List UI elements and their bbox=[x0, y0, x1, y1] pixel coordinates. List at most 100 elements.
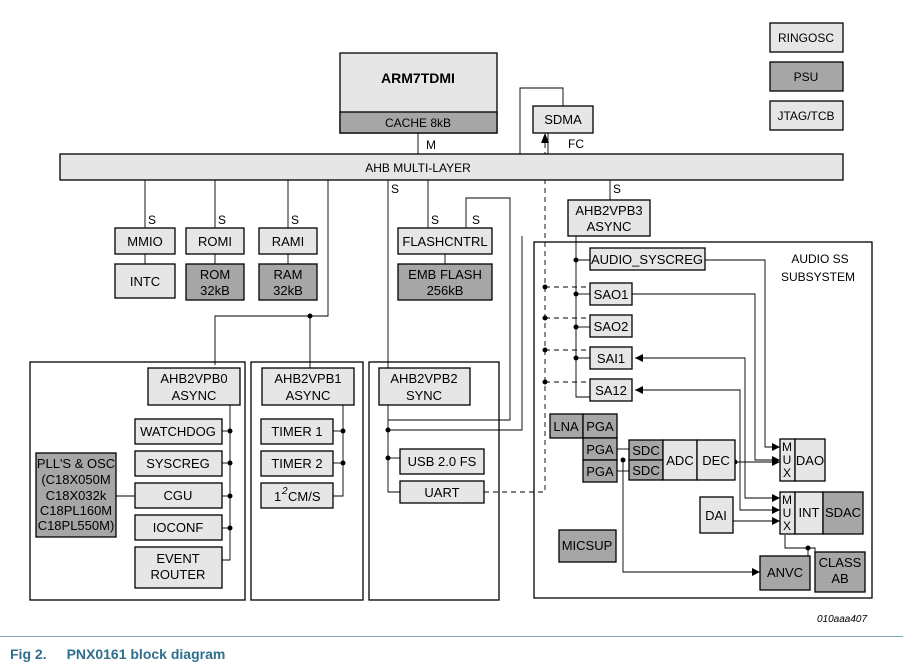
ahb2vpb0-block bbox=[147, 367, 241, 406]
caption-title: PNX0161 block diagram bbox=[66, 646, 226, 662]
caption-number: Fig 2. bbox=[10, 646, 47, 662]
sdac-block bbox=[822, 491, 864, 535]
intc-label: INTC bbox=[130, 274, 160, 289]
i2c-label-prefix: 1 bbox=[274, 489, 281, 504]
micsup-label: MICSUP bbox=[562, 538, 613, 553]
classab-block bbox=[814, 551, 866, 593]
sai1-label: SAI1 bbox=[597, 351, 625, 366]
cache-label: CACHE 8kB bbox=[385, 116, 451, 130]
audio-ss-subtitle: SUBSYSTEM bbox=[781, 270, 855, 284]
ahb2vpb2-block bbox=[378, 367, 471, 406]
lna-block bbox=[549, 413, 584, 439]
ahb2vpb0-mode: ASYNC bbox=[172, 388, 217, 403]
pll-label: PLL'S & OSC bbox=[37, 456, 115, 471]
slave-label-mmio: S bbox=[148, 213, 156, 227]
rami-block bbox=[258, 227, 318, 255]
psu-block bbox=[769, 61, 844, 92]
psu-label: PSU bbox=[794, 70, 819, 84]
figure-caption: Fig 2. PNX0161 block diagram bbox=[10, 646, 225, 662]
slave-label-flash2: S bbox=[472, 213, 480, 227]
event-router-label: EVENT bbox=[156, 551, 199, 566]
watchdog-block bbox=[134, 418, 223, 445]
dai-label: DAI bbox=[705, 508, 727, 523]
ahb2vpb3-label: AHB2VPB3 bbox=[575, 203, 642, 218]
usb-label: USB 2.0 FS bbox=[408, 454, 477, 469]
uart-block bbox=[399, 480, 485, 504]
mux1-m: M bbox=[782, 440, 792, 454]
rom-label: ROM bbox=[200, 267, 230, 282]
sao2-block bbox=[589, 314, 633, 338]
ioconf-label: IOCONF bbox=[153, 520, 204, 535]
vpb0-frame bbox=[29, 361, 246, 601]
ahb2vpb3-block bbox=[567, 199, 651, 237]
rom-size: 32kB bbox=[200, 283, 230, 298]
rami-label: RAMI bbox=[272, 234, 305, 249]
ahb2vpb2-label: AHB2VPB2 bbox=[390, 371, 457, 386]
audio-subsystem-frame bbox=[533, 241, 873, 599]
intc-block bbox=[114, 263, 176, 299]
slave-label-rami: S bbox=[291, 213, 299, 227]
embflash-size: 256kB bbox=[427, 283, 464, 298]
sdma-label: SDMA bbox=[544, 112, 582, 127]
pga1-block bbox=[582, 413, 618, 439]
ringosc-block bbox=[769, 22, 844, 53]
timer2-label: TIMER 2 bbox=[271, 456, 322, 471]
timer1-block bbox=[260, 418, 334, 445]
ahb2vpb2-mode: SYNC bbox=[406, 388, 442, 403]
ram-label: RAM bbox=[274, 267, 303, 282]
slave-label-vpb2: S bbox=[391, 182, 399, 196]
ahb2vpb3-mode: ASYNC bbox=[587, 219, 632, 234]
adc-label: ADC bbox=[666, 453, 693, 468]
sdc1-label: SDC bbox=[632, 443, 659, 458]
ram-size: 32kB bbox=[273, 283, 303, 298]
romi-label: ROMI bbox=[198, 234, 232, 249]
lna-label: LNA bbox=[553, 419, 579, 434]
mux1-x: X bbox=[783, 466, 791, 480]
syscreg-label: SYSCREG bbox=[146, 456, 210, 471]
jtag-label: JTAG/TCB bbox=[777, 109, 834, 123]
mux2-x: X bbox=[783, 519, 791, 533]
fc-label: FC bbox=[568, 137, 584, 151]
anvc-label: ANVC bbox=[767, 565, 803, 580]
embflash-label: EMB FLASH bbox=[408, 267, 482, 282]
usb-block bbox=[399, 448, 485, 475]
dec-label: DEC bbox=[702, 453, 729, 468]
jtag-block bbox=[769, 100, 844, 131]
sao2-label: SAO2 bbox=[594, 319, 629, 334]
i2c-block bbox=[260, 482, 334, 509]
syscreg-block bbox=[134, 450, 223, 477]
dai-block bbox=[699, 496, 734, 534]
arm7tdmi-label: ARM7TDMI bbox=[381, 70, 455, 86]
sdac-label: SDAC bbox=[825, 505, 861, 520]
adc-block bbox=[662, 439, 698, 481]
slave-label-vpb3: S bbox=[613, 182, 621, 196]
embflash-block bbox=[397, 263, 493, 301]
ahb-multilayer-bus bbox=[59, 153, 844, 181]
uart-label: UART bbox=[424, 485, 459, 500]
dao-label: DAO bbox=[796, 453, 824, 468]
ahb2vpb0-label: AHB2VPB0 bbox=[160, 371, 227, 386]
pga3-label: PGA bbox=[586, 464, 614, 479]
ahb-label: AHB MULTI-LAYER bbox=[365, 161, 471, 175]
ringosc-label: RINGOSC bbox=[778, 31, 834, 45]
audio-ss-title: AUDIO SS bbox=[791, 252, 848, 266]
slave-label-flash1: S bbox=[431, 213, 439, 227]
vpb2-frame bbox=[368, 361, 500, 601]
sai2-label: SA12 bbox=[595, 383, 627, 398]
sdma-block bbox=[532, 105, 594, 134]
sai1-block bbox=[589, 346, 633, 370]
flashcntrl-label: FLASHCNTRL bbox=[402, 234, 487, 249]
flashcntrl-block bbox=[397, 227, 493, 255]
int-label: INT bbox=[799, 505, 820, 520]
master-label: M bbox=[426, 138, 436, 152]
timer1-label: TIMER 1 bbox=[271, 424, 322, 439]
sai2-block bbox=[589, 378, 633, 402]
sao1-label: SAO1 bbox=[594, 287, 629, 302]
ahb2vpb1-block bbox=[261, 367, 355, 406]
pll-osc-block bbox=[35, 452, 117, 538]
mux1-u: U bbox=[783, 453, 792, 467]
sao1-block bbox=[589, 282, 633, 306]
audio-syscreg-label: AUDIO_SYSCREG bbox=[591, 252, 703, 267]
micsup-block bbox=[558, 529, 617, 563]
